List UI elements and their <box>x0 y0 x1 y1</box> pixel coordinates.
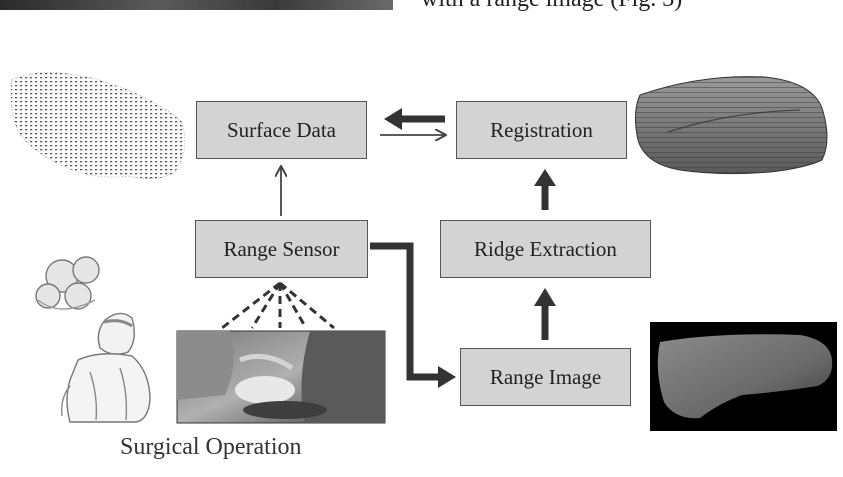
registration-label: Registration <box>490 117 593 142</box>
arrow-ridge-to-registration <box>534 169 556 210</box>
surface-data-box: Surface Data <box>196 101 367 159</box>
sensor-rays <box>221 281 335 330</box>
arrow-rangeimage-to-ridge <box>534 288 556 340</box>
range-sensor-box: Range Sensor <box>195 220 368 278</box>
ridge-extraction-label: Ridge Extraction <box>474 236 617 261</box>
surface-data-label: Surface Data <box>226 117 337 142</box>
arrow-registration-to-surface <box>384 108 445 130</box>
range-image-box: Range Image <box>460 348 631 406</box>
top-photo-strip <box>0 0 393 10</box>
registered-liver-image <box>634 76 828 175</box>
point-cloud-image <box>10 72 186 180</box>
surgeon-clipart-image <box>35 256 151 423</box>
header-fragment-text: with a range image (Fig. 3) <box>421 0 682 13</box>
liver-range-image <box>650 322 837 431</box>
range-sensor-label: Range Sensor <box>223 236 340 261</box>
surgical-operation-photo <box>176 330 386 424</box>
surgical-operation-caption: Surgical Operation <box>120 434 302 460</box>
registration-box: Registration <box>456 101 627 159</box>
range-image-label: Range Image <box>489 364 602 389</box>
arrow-sensor-to-rangeimage <box>370 242 456 388</box>
ridge-extraction-box: Ridge Extraction <box>440 220 651 278</box>
